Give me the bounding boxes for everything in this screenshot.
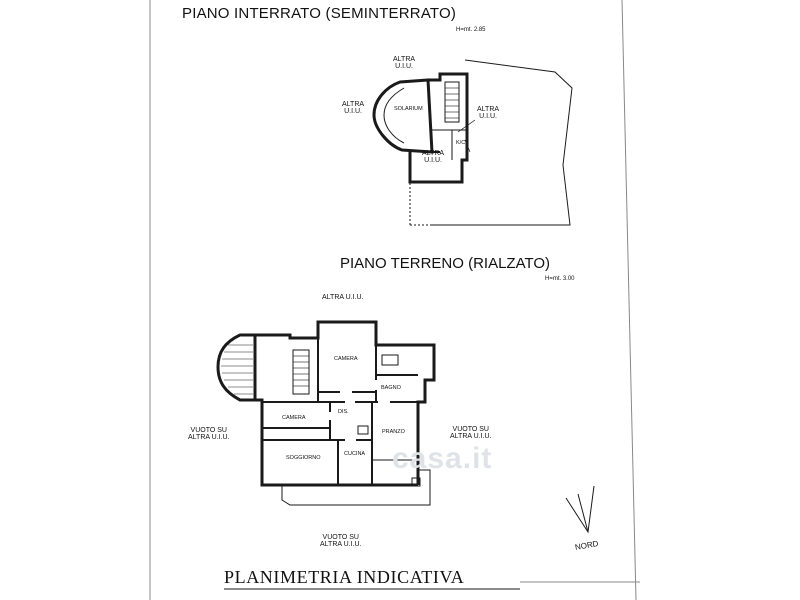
basement-label-bottom: ALTRA U.I.U. [422, 150, 445, 164]
watermark-text: casa.it [392, 442, 493, 475]
north-arrow [565, 485, 595, 534]
ground-label-left: VUOTO SU ALTRA U.I.U. [188, 427, 230, 441]
ground-plan [216, 320, 436, 506]
room-camera-2: CAMERA [282, 415, 306, 421]
room-solarium: SOLARIUM [394, 106, 423, 112]
basement-title: PIANO INTERRATO (SEMINTERRATO) [182, 5, 457, 22]
room-dis: DIS. [338, 409, 349, 415]
ground-label-top: ALTRA U.I.U. [322, 294, 364, 301]
room-bagno: BAGNO [381, 385, 401, 391]
room-kc: K/C [456, 140, 466, 146]
footer-title: PLANIMETRIA INDICATIVA [224, 567, 465, 587]
room-soggiorno: SOGGIORNO [286, 455, 321, 461]
basement-plan [372, 59, 573, 226]
basement-label-right: ALTRA U.I.U. [477, 106, 500, 120]
basement-label-top: ALTRA U.I.U. [393, 56, 416, 70]
basement-label-left: ALTRA U.I.U. [342, 101, 365, 115]
room-cucina: CUCINA [344, 451, 366, 457]
sheet-border [149, 0, 640, 600]
ground-label-right: VUOTO SU ALTRA U.I.U. [450, 426, 492, 440]
ground-label-bottom: VUOTO SU ALTRA U.I.U. [320, 534, 362, 548]
room-pranzo: PRANZO [382, 429, 405, 435]
basement-height-note: H=mt. 2.85 [456, 27, 486, 33]
ground-title: PIANO TERRENO (RIALZATO) [340, 255, 551, 272]
ground-height-note: H=mt. 3.00 [545, 276, 575, 282]
room-camera-1: CAMERA [334, 356, 358, 362]
